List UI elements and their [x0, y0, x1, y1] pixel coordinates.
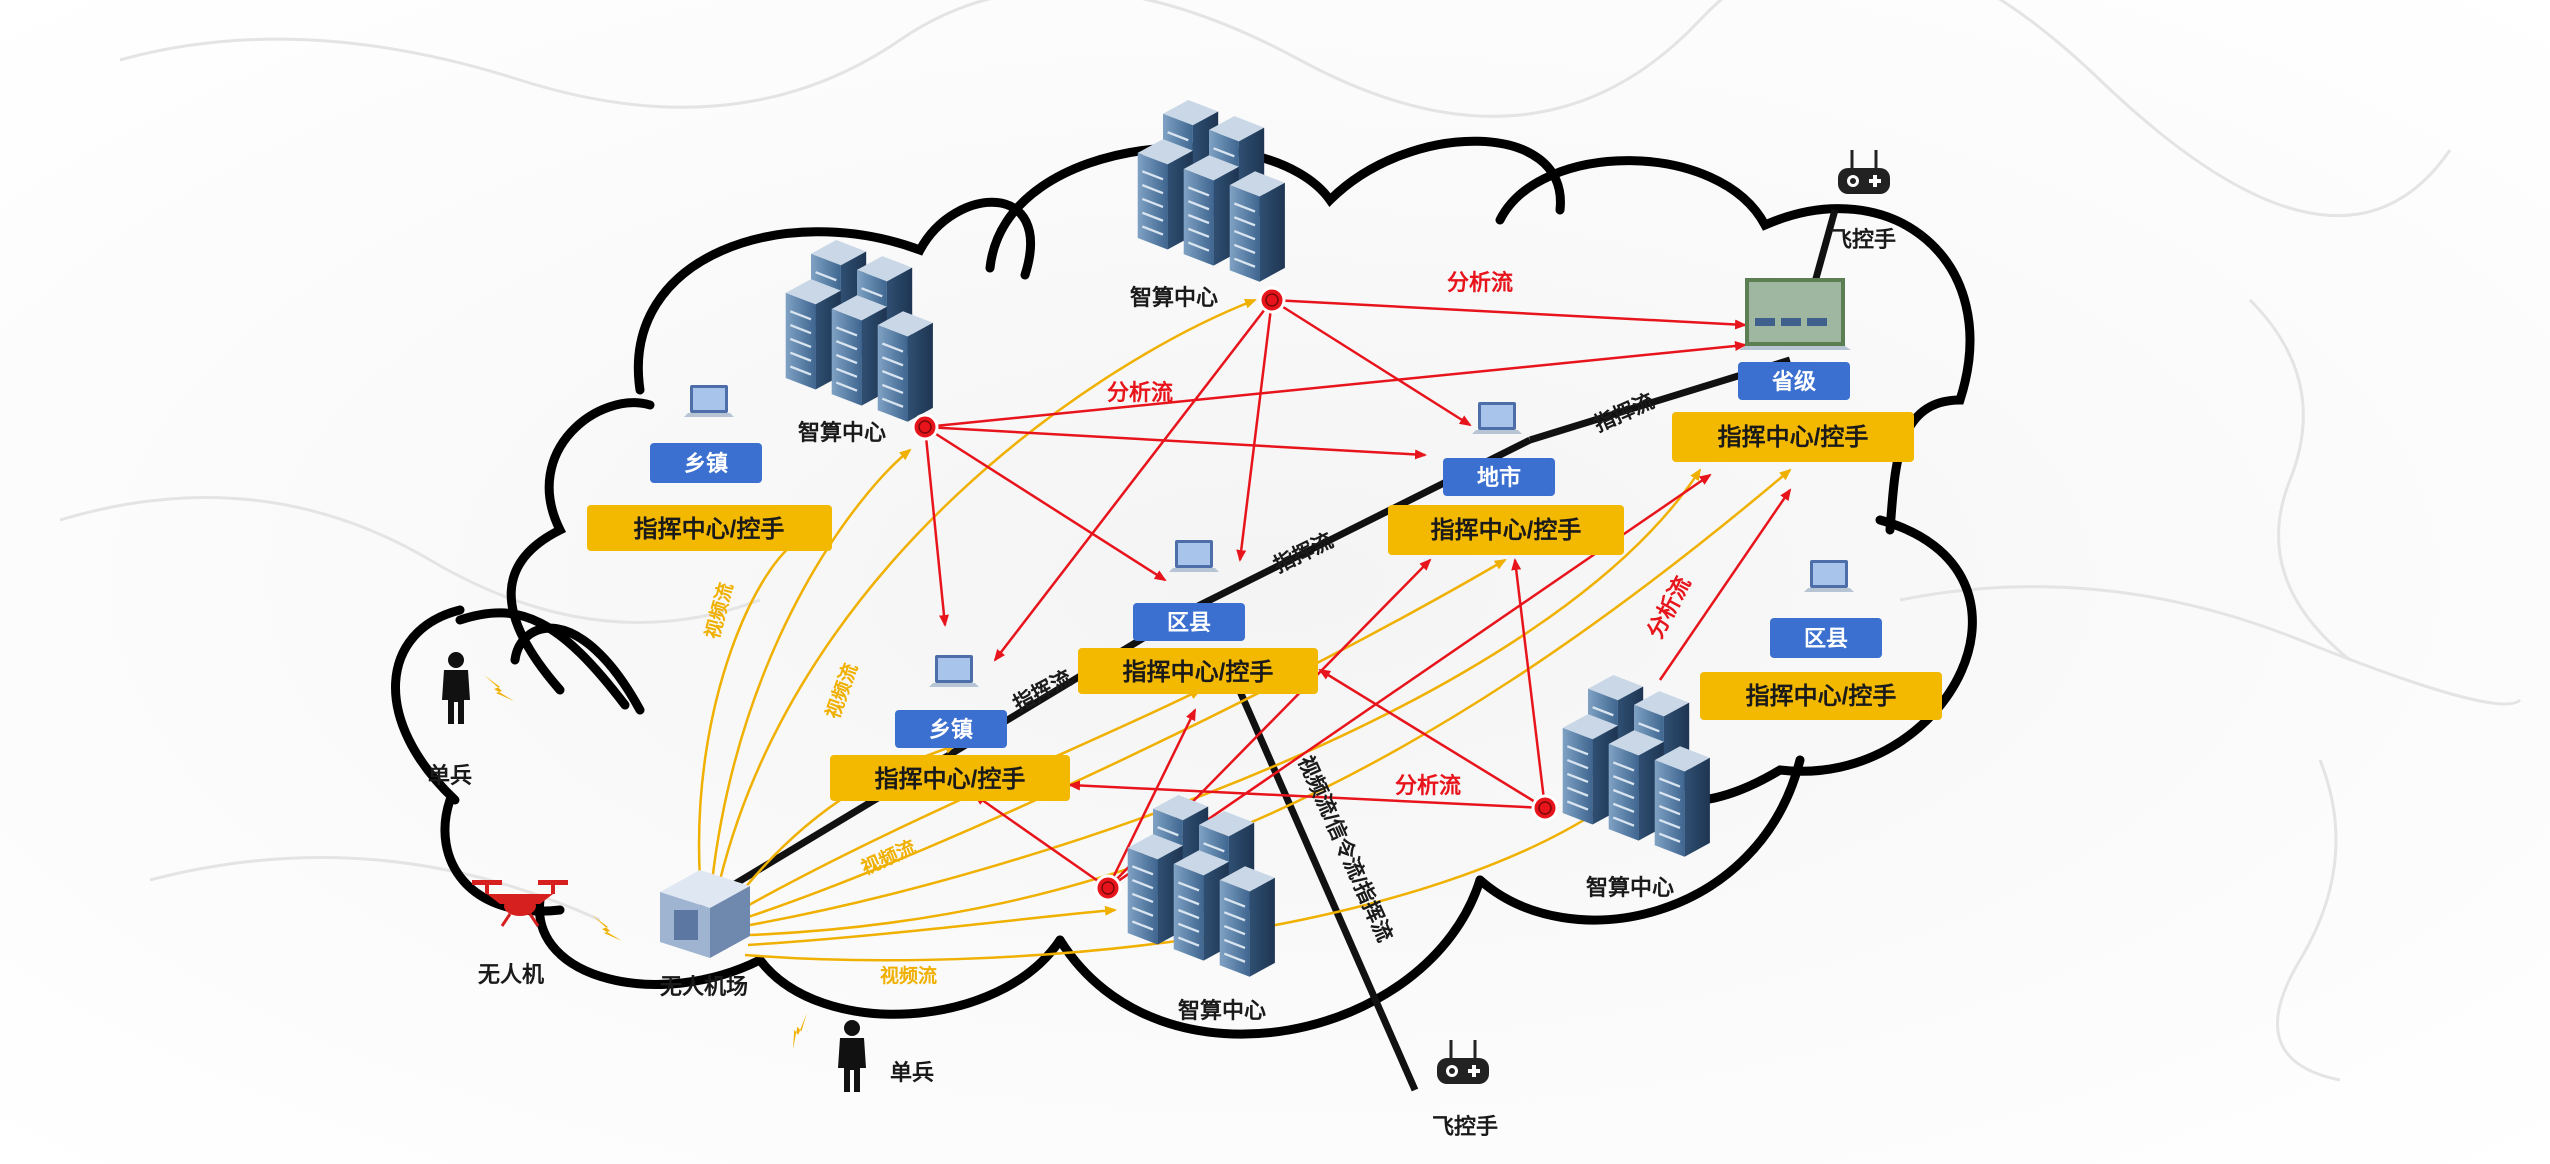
drone-label: 无人机 [478, 962, 544, 987]
soldier-label: 单兵 [890, 1060, 934, 1085]
laptop-icon [929, 655, 979, 687]
command-flow-label: 指挥流 [1270, 528, 1337, 577]
video-flow-label: 视频流 [880, 964, 937, 987]
drone-icon [472, 880, 568, 927]
command-center-box: 指挥中心/控手 [587, 505, 832, 551]
analysis-node-dots [911, 286, 1559, 902]
map-background [59, 0, 2522, 1082]
svg-text:指挥中心/控手: 指挥中心/控手 [875, 765, 1026, 793]
computing-center-label: 智算中心 [1586, 875, 1674, 900]
soldier-icon [442, 652, 470, 724]
lightning-icon [592, 915, 622, 941]
svg-text:乡镇: 乡镇 [684, 451, 728, 476]
video-flow-lines [697, 298, 1792, 962]
server-rack-icon [1128, 795, 1275, 977]
analysis-node-ring [918, 293, 1552, 895]
svg-text:指挥中心/控手: 指挥中心/控手 [1746, 682, 1897, 710]
tag-city: 地市 [1443, 458, 1555, 496]
soldier-label: 单兵 [428, 763, 472, 788]
svg-text:省级: 省级 [1771, 369, 1816, 394]
video-flow-label: 视频流 [858, 835, 919, 879]
lightning-icon [484, 675, 514, 701]
server-rack-icon [786, 240, 933, 422]
tag-township: 乡镇 [650, 443, 762, 483]
svg-text:区县: 区县 [1804, 626, 1848, 651]
computing-center-label: 智算中心 [798, 420, 886, 445]
soldier-icon [838, 1020, 866, 1092]
command-center-box: 指挥中心/控手 [830, 755, 1070, 801]
command-flow-label: 指挥流 [1009, 666, 1076, 717]
laptop-icon [1472, 402, 1522, 434]
tag-district: 区县 [1770, 618, 1882, 658]
analysis-flow-label: 分析流 [1395, 773, 1461, 798]
server-rack-icon [1563, 675, 1710, 857]
remote-controller-icon [1435, 1038, 1491, 1086]
svg-text:地市: 地市 [1477, 465, 1521, 490]
analysis-flow-lines [923, 298, 1792, 890]
command-center-box: 指挥中心/控手 [1700, 672, 1942, 720]
svg-text:指挥中心/控手: 指挥中心/控手 [1123, 658, 1274, 686]
computing-center-label: 智算中心 [1178, 998, 1266, 1023]
computing-center-label: 智算中心 [1130, 285, 1218, 310]
command-flow-label: 指挥流 [1590, 389, 1657, 437]
laptop-icon [1169, 540, 1219, 572]
tag-township: 乡镇 [895, 710, 1007, 748]
lightning-icon [782, 1012, 818, 1050]
command-center-box: 指挥中心/控手 [1078, 648, 1318, 694]
flight-controller-label: 飞控手 [1830, 227, 1896, 252]
analysis-flow-label: 分析流 [1107, 380, 1173, 405]
drone-airport-label: 无人机场 [660, 974, 748, 999]
tag-district: 区县 [1133, 603, 1245, 641]
video-flow-label: 视频流 [821, 660, 862, 721]
laptop-icon [684, 385, 734, 417]
monitor-screen-icon [1739, 278, 1851, 350]
svg-text:指挥中心/控手: 指挥中心/控手 [634, 515, 785, 543]
svg-text:区县: 区县 [1167, 610, 1211, 635]
svg-text:指挥中心/控手: 指挥中心/控手 [1718, 423, 1869, 451]
remote-controller-icon [1836, 148, 1892, 196]
server-rack-icon [1138, 100, 1285, 282]
command-center-box: 指挥中心/控手 [1672, 412, 1914, 462]
analysis-flow-label: 分析流 [1447, 270, 1513, 295]
flight-controller-label: 飞控手 [1432, 1114, 1498, 1139]
svg-text:指挥中心/控手: 指挥中心/控手 [1431, 516, 1582, 544]
cloud-outline [391, 136, 1977, 1039]
svg-text:乡镇: 乡镇 [929, 717, 973, 742]
tag-province: 省级 [1738, 362, 1850, 400]
drone-airport-icon [660, 870, 750, 958]
command-center-box: 指挥中心/控手 [1388, 505, 1624, 555]
laptop-icon [1804, 560, 1854, 592]
